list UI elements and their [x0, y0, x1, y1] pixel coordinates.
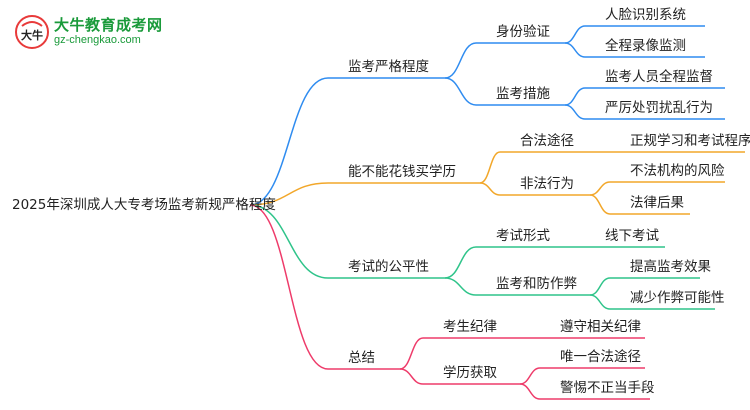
subtopic-node: 监考和防作弊	[496, 276, 577, 292]
logo-url: gz-chengkao.com	[54, 34, 141, 46]
daniu-badge-icon: 大牛	[15, 15, 49, 49]
leaf-node: 全程录像监测	[605, 38, 686, 54]
connector-line	[444, 77, 477, 106]
connector-line	[399, 337, 424, 370]
connector-line	[444, 277, 477, 296]
connector-line	[479, 151, 501, 184]
leaf-node: 监考人员全程监督	[605, 69, 713, 85]
connector-line	[444, 42, 477, 79]
connector-line	[564, 87, 586, 106]
subtopic-node: 身份验证	[496, 24, 550, 40]
connector-line	[564, 25, 586, 44]
connector-line	[444, 246, 477, 279]
leaf-node: 人脸识别系统	[605, 7, 686, 23]
leaf-node: 唯一合法途径	[560, 349, 641, 365]
subtopic-node: 合法途径	[520, 133, 574, 149]
connector-line	[564, 104, 586, 120]
subtopic-node: 监考措施	[496, 86, 550, 102]
connector-line	[564, 42, 586, 58]
branch-node: 监考严格程度	[348, 59, 429, 75]
connector-line	[479, 182, 501, 196]
mindmap-root: 2025年深圳成人大专考场监考新规严格程度	[12, 197, 276, 213]
connector-line	[249, 182, 329, 206]
connector-line	[249, 204, 329, 279]
connector-line	[589, 194, 611, 215]
leaf-node: 法律后果	[630, 195, 684, 211]
leaf-node: 不法机构的风险	[630, 163, 725, 179]
connector-line	[249, 77, 329, 206]
connector-line	[399, 368, 424, 385]
connector-line	[519, 367, 541, 385]
site-logo[interactable]: 大牛 大牛教育成考网 gz-chengkao.com	[10, 12, 200, 52]
leaf-node: 线下考试	[605, 228, 659, 244]
leaf-node: 遵守相关纪律	[560, 319, 641, 335]
leaf-node: 减少作弊可能性	[630, 290, 725, 306]
branch-node: 考试的公平性	[348, 259, 429, 275]
subtopic-node: 学历获取	[443, 365, 497, 381]
subtopic-node: 非法行为	[520, 176, 574, 192]
subtopic-node: 考试形式	[496, 228, 550, 244]
logo-badge-text: 大牛	[21, 28, 43, 42]
leaf-node: 警惕不正当手段	[560, 380, 655, 396]
connector-line	[589, 294, 611, 310]
connector-line	[589, 277, 611, 296]
connector-line	[519, 383, 541, 400]
branch-node: 能不能花钱买学历	[348, 164, 456, 180]
leaf-node: 正规学习和考试程序	[630, 133, 750, 149]
leaf-node: 严厉处罚扰乱行为	[605, 100, 713, 116]
logo-title: 大牛教育成考网	[54, 16, 163, 34]
branch-node: 总结	[348, 350, 375, 366]
connector-line	[589, 181, 611, 196]
subtopic-node: 考生纪律	[443, 319, 497, 335]
connector-line	[249, 204, 329, 370]
leaf-node: 提高监考效果	[630, 259, 711, 275]
